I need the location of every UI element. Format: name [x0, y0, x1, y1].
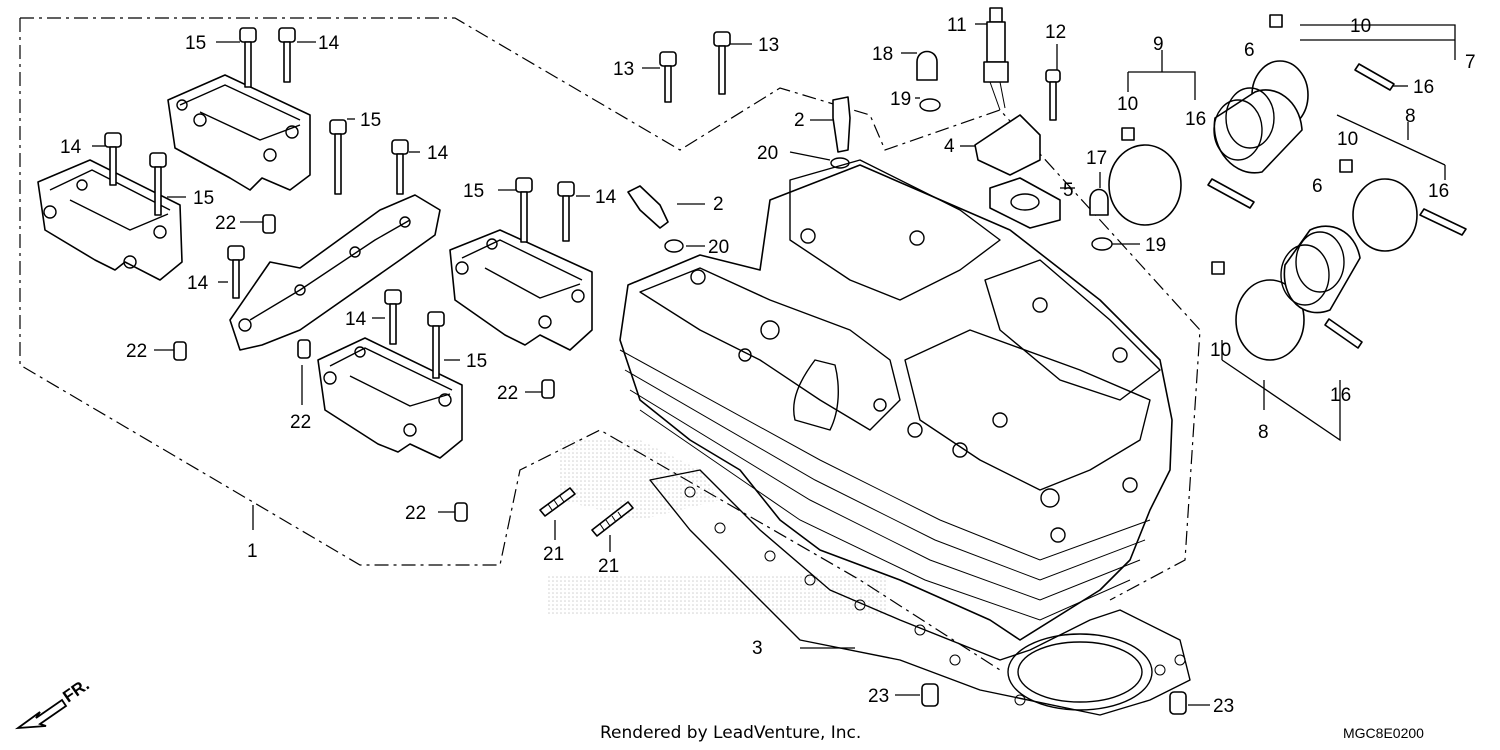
- callout-18: 18: [872, 44, 893, 65]
- honda-watermark: [548, 440, 888, 615]
- callout-1: 1: [247, 541, 258, 562]
- front-direction-arrow: FR.: [14, 675, 93, 730]
- callout-10: 10: [1337, 129, 1358, 150]
- callout-13: 13: [613, 59, 634, 80]
- callout-16: 16: [1428, 181, 1449, 202]
- callout-4: 4: [944, 136, 955, 157]
- group-outline-camshaft-holders: [19, 17, 1201, 671]
- callout-15: 15: [360, 110, 381, 131]
- footer-credit: Rendered by LeadVenture, Inc.: [600, 723, 861, 743]
- callout-16: 16: [1185, 109, 1206, 130]
- callout-11: 11: [947, 15, 967, 36]
- dowels-23: [921, 683, 1187, 715]
- callout-14: 14: [60, 137, 82, 158]
- callout-10: 10: [1210, 340, 1231, 361]
- camshaft-holder-long: [229, 194, 441, 351]
- callout-17: 17: [1086, 148, 1107, 169]
- camshaft-holder-lower: [317, 337, 463, 459]
- callout-8: 8: [1405, 106, 1416, 127]
- callout-14: 14: [187, 273, 209, 294]
- cylinder-head: [619, 159, 1173, 641]
- head-gasket: [649, 469, 1191, 716]
- camshaft-holder-upper-left: [167, 74, 311, 191]
- callout-23: 23: [868, 686, 889, 707]
- callout-19: 19: [890, 89, 911, 110]
- callout-14: 14: [595, 187, 617, 208]
- front-label: FR.: [59, 675, 92, 706]
- callout-22: 22: [126, 341, 147, 362]
- callout-19: 19: [1145, 235, 1166, 256]
- callout-23: 23: [1213, 696, 1234, 717]
- callout-21: 21: [543, 544, 564, 565]
- studs: [539, 487, 634, 537]
- callout-14: 14: [318, 33, 340, 54]
- callout-15: 15: [185, 33, 206, 54]
- dowel-pins: [173, 214, 555, 522]
- callout-13: 13: [758, 35, 779, 56]
- callout-22: 22: [290, 412, 311, 433]
- callout-15: 15: [463, 181, 484, 202]
- callout-20: 20: [757, 143, 778, 164]
- callout-16: 16: [1330, 385, 1351, 406]
- holder-bolts: [104, 27, 731, 379]
- callout-15: 15: [466, 351, 487, 372]
- callout-21: 21: [598, 556, 619, 577]
- callout-22: 22: [405, 503, 426, 524]
- camshaft-holder-mid-left: [37, 159, 183, 281]
- callout-10: 10: [1117, 94, 1138, 115]
- callout-3: 3: [752, 638, 763, 659]
- callout-5: 5: [1063, 180, 1074, 201]
- callout-12: 12: [1045, 22, 1066, 43]
- callout-22: 22: [215, 213, 236, 234]
- callout-15: 15: [193, 188, 214, 209]
- callout-9: 9: [1153, 34, 1164, 55]
- guides-and-seals: [627, 96, 851, 253]
- callout-16: 16: [1413, 77, 1434, 98]
- diagram-code: MGC8E0200: [1343, 725, 1424, 741]
- callout-2: 2: [713, 194, 724, 215]
- callout-8: 8: [1258, 422, 1269, 443]
- callout-7: 7: [1465, 52, 1476, 73]
- callout-22: 22: [497, 383, 518, 404]
- intake-insulators: [1108, 14, 1467, 361]
- callout-14: 14: [345, 309, 367, 330]
- callout-20: 20: [708, 237, 729, 258]
- spark-plug-assembly: [916, 7, 1113, 251]
- callout-10: 10: [1350, 16, 1371, 37]
- callout-6: 6: [1244, 40, 1255, 61]
- camshaft-holder-center: [449, 229, 593, 351]
- callout-14: 14: [427, 143, 449, 164]
- leader-lines: [92, 23, 1456, 706]
- callout-2: 2: [794, 110, 805, 131]
- callout-6: 6: [1312, 176, 1323, 197]
- callout-labels: 1 2 2 3 4 5 6 6 7 8 8 9 10 10 10 10 11 1…: [60, 15, 1476, 717]
